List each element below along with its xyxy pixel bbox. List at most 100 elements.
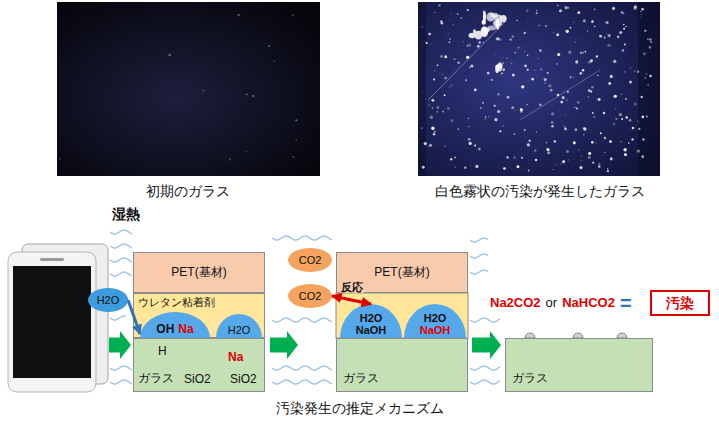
speck [557, 4, 559, 6]
speck [429, 144, 432, 147]
speck [421, 127, 423, 129]
node-text: H2O [360, 312, 383, 325]
speck [512, 35, 514, 37]
speck [634, 102, 637, 105]
speck [482, 102, 484, 104]
speck [527, 54, 528, 55]
speck [606, 33, 608, 35]
speck [436, 106, 439, 109]
speck [550, 89, 553, 92]
equals-sign: = [620, 292, 632, 315]
speck [430, 116, 433, 119]
speck [552, 169, 554, 171]
speck [436, 64, 438, 66]
node-text: H [158, 345, 167, 359]
speck [578, 149, 579, 150]
humid-heat-wave [110, 258, 132, 262]
figure-caption: 汚染発生の推定メカニズム [276, 400, 444, 416]
speck [521, 157, 523, 159]
speck [576, 108, 578, 110]
humid-heat-wave [470, 254, 488, 258]
speck [560, 101, 563, 104]
speck [574, 107, 576, 109]
photo-initial-glass [57, 2, 320, 176]
speck [647, 84, 649, 86]
speck [553, 31, 554, 32]
compound-label: Na2CO2 [490, 296, 541, 311]
speck [604, 137, 607, 140]
speck [467, 9, 469, 11]
speck [637, 149, 640, 152]
node-text: ガラス [343, 372, 379, 386]
speck [502, 68, 505, 71]
contamination-spot [497, 63, 502, 71]
humid-heat-wave [470, 238, 488, 242]
process-arrow [270, 331, 298, 359]
speck [596, 50, 598, 52]
node-text: 汚染 [666, 295, 694, 311]
speck [556, 63, 558, 65]
speck [592, 161, 594, 163]
speck [564, 127, 567, 130]
photo-shadow [418, 2, 426, 176]
speck [587, 30, 588, 31]
speck [649, 75, 652, 78]
speck [614, 116, 616, 118]
speck [490, 79, 493, 82]
ion-droplet: OHNa [140, 312, 210, 338]
speck [229, 158, 231, 160]
ellipse-shape [88, 288, 128, 312]
speck [625, 116, 628, 119]
speck [646, 116, 648, 118]
speck [428, 146, 429, 147]
node-text: ガラス [138, 372, 174, 386]
speck [534, 149, 537, 152]
speck [596, 55, 598, 57]
speck [608, 34, 611, 37]
speck [501, 72, 503, 74]
speck [582, 127, 584, 129]
speck [203, 90, 205, 92]
node-text: OH [156, 323, 174, 337]
speck [610, 157, 613, 160]
speck [511, 106, 514, 109]
speck [468, 138, 471, 141]
speck [580, 52, 583, 55]
speck [497, 110, 500, 113]
speck [512, 74, 515, 77]
speck [503, 167, 506, 170]
speck [523, 129, 525, 131]
node-text: CO2 [299, 290, 322, 303]
node-text: H2O [424, 312, 447, 325]
hydroxide-droplet: H2ONaOH [404, 304, 466, 338]
speck [439, 73, 440, 74]
glass-layer: HNaガラスSiO2SiO2 [133, 338, 265, 392]
contamination-box: 汚染 [650, 290, 710, 316]
speck [539, 49, 541, 51]
speck [580, 159, 582, 161]
speck [645, 73, 647, 75]
speck [449, 38, 451, 40]
speck [579, 166, 582, 169]
speck [580, 107, 582, 109]
speck [624, 71, 625, 72]
speck [423, 40, 425, 42]
speck [513, 156, 516, 159]
speck [588, 89, 590, 91]
contamination-spot [490, 13, 498, 18]
photo-shadow [638, 2, 660, 176]
speck [545, 25, 547, 27]
condition-label: 湿熱 [112, 206, 140, 222]
speck [293, 156, 295, 158]
speck [494, 118, 497, 121]
speck [451, 119, 454, 122]
speck [528, 169, 530, 171]
speck [295, 139, 296, 140]
contamination-spot [483, 11, 486, 22]
water-molecule: H2O [88, 288, 128, 312]
speck [516, 165, 519, 168]
speck [604, 152, 605, 153]
speck [639, 122, 640, 123]
speck [588, 61, 591, 64]
